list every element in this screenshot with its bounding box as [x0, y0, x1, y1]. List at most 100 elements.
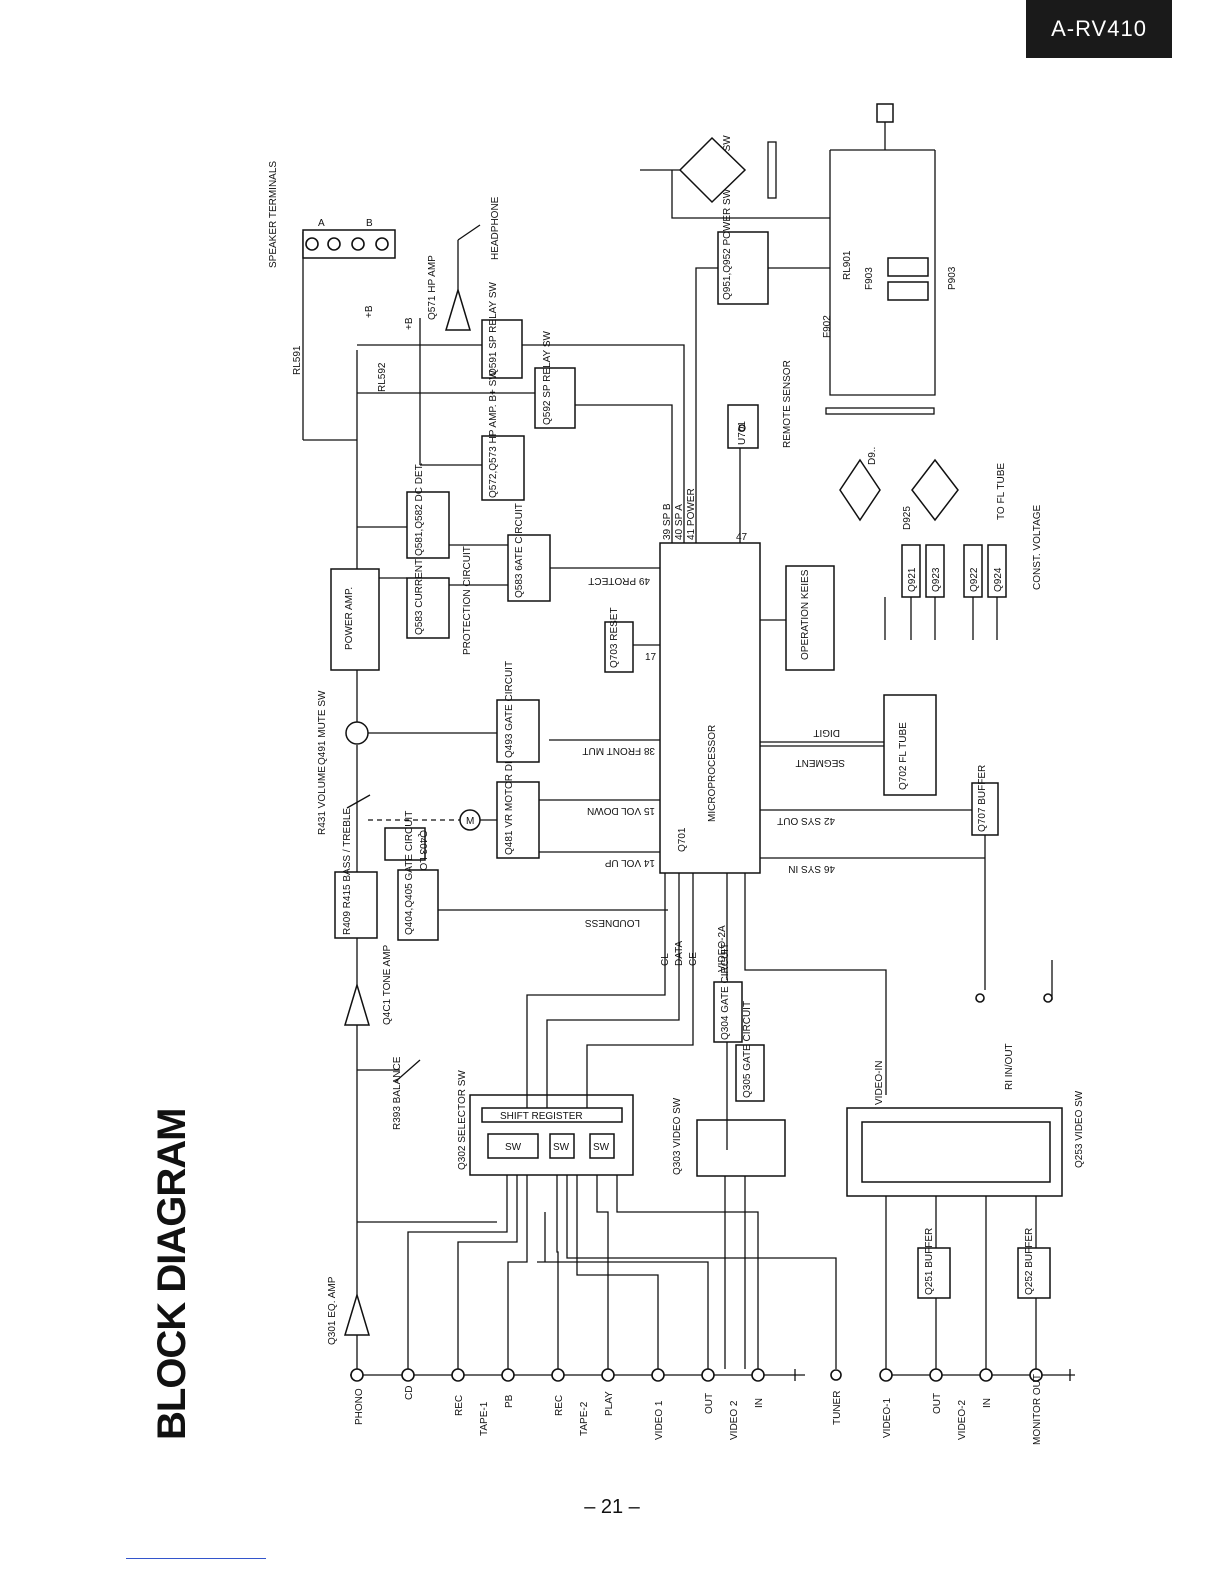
label-q253: Q253 VIDEO SW [1074, 1090, 1085, 1168]
label-const-voltage: CONST. VOLTAGE [1032, 504, 1043, 590]
cd-jack [401, 1368, 415, 1382]
power-amp-box [330, 568, 380, 671]
label-plus-b-2: +B [364, 305, 375, 318]
label-q301: Q301 EQ. AMP [327, 1276, 338, 1345]
label-video2-in: IN [754, 1398, 765, 1408]
microprocessor-box [659, 542, 761, 874]
video1-jack [651, 1368, 665, 1382]
label-rl901: RL901 [842, 250, 853, 280]
footer-rule [126, 1558, 266, 1559]
label-sw-1: SW [505, 1142, 522, 1153]
remote-sensor-box [727, 404, 759, 449]
q304-gate-box [713, 981, 743, 1043]
spk-term-2 [327, 237, 341, 251]
label-vol-up: 14 VOL UP [604, 857, 655, 868]
sw-box-1 [487, 1133, 539, 1159]
label-d925: D925 [902, 506, 913, 530]
label-phono: PHONO [354, 1388, 365, 1425]
label-tape1-rec: REC [454, 1395, 465, 1416]
v-out-jack [929, 1368, 943, 1382]
label-video-1: VIDEO-1 [882, 1398, 893, 1438]
label-video-2: VIDEO-2 [957, 1400, 968, 1440]
label-q591: Q591 SP RELAY SW [488, 282, 499, 376]
label-q571: Q571 HP AMP [427, 255, 438, 320]
sw-box-2 [549, 1133, 575, 1159]
microprocessor-q701: MICROPROCESSOR Q701 38 FRONT MUT 15 VOL … [438, 267, 985, 1108]
label-tape1: TAPE-1 [479, 1401, 490, 1436]
label-f903: F903 [864, 267, 875, 290]
label-q583-current: Q583 CURRENT DET. [414, 535, 425, 635]
label-rl591: RL591 [292, 345, 303, 375]
label-speaker-terminals: SPEAKER TERMINALS [268, 161, 279, 268]
label-video2a: VIDEO-2A [717, 925, 728, 972]
spk-term-3 [351, 237, 365, 251]
power-plug-icon [876, 103, 894, 123]
label-q707: Q707 BUFFER [977, 765, 988, 832]
phono-jack [350, 1368, 364, 1382]
q253-inner [861, 1121, 1051, 1183]
p903-socket-1 [887, 257, 929, 277]
bridge-rectifier-2 [839, 458, 881, 522]
q572-box [481, 435, 525, 501]
label-q401: Q4C1 TONE AMP [382, 944, 393, 1025]
tape2-play-jack [601, 1368, 615, 1382]
label-tape2-rec: REC [554, 1395, 565, 1416]
label-monitor-out: MONITOR OUT [1032, 1374, 1043, 1445]
label-q491: Q491 MUTE SW [317, 690, 328, 765]
dc-det-box [406, 491, 450, 559]
label-v-in: IN [982, 1398, 993, 1408]
label-d9: D9.. [867, 447, 878, 465]
label-q304: Q304 GATE CIRCUIT [720, 943, 731, 1040]
label-video2: VIDEO 2 [729, 1400, 740, 1440]
label-power-amp: POWER AMP. [344, 587, 355, 650]
tape1-rec-jack [451, 1368, 465, 1382]
label-sp-a: 40 SP A [674, 504, 685, 540]
vr-motor-drive-box [496, 781, 540, 859]
label-operation-keys: OPERATION KEIES [800, 569, 811, 660]
q305-gate-box [735, 1044, 765, 1102]
video2-out-jack [701, 1368, 715, 1382]
label-u701: U701 [737, 421, 748, 445]
label-q923: Q923 [931, 567, 942, 592]
eq-amp-q301: Q301 EQ. AMP [327, 1221, 497, 1369]
power-supply: Q951,Q952 POWER SW RELAY SW RL901 F902 F… [640, 103, 1043, 640]
q251-buffer-box [917, 1247, 951, 1299]
bridge-rectifier-3 [911, 458, 959, 522]
shift-register-box [481, 1107, 623, 1123]
power-amp: POWER AMP. [330, 350, 407, 671]
spk-term-4 [375, 237, 389, 251]
label-power: 41 POWER [686, 488, 697, 540]
label-segment: SEGMENT [796, 757, 845, 768]
tape1-pb-jack [501, 1368, 515, 1382]
label-r393: R393 BALANCE [392, 1056, 403, 1130]
fl-tube-box [883, 694, 937, 796]
label-q252: Q252 BUFFER [1024, 1228, 1035, 1295]
label-q481: Q481 VR MOTOR DRIVE [504, 740, 515, 855]
label-sys-out: 42 SYS OUT [777, 815, 835, 826]
label-vol-down: 15 VOL DOWN [587, 805, 655, 816]
label-protect: 49 PROTECT [588, 575, 650, 586]
label-r431: R431 VOLUME [317, 766, 328, 835]
power-sw-box [717, 231, 769, 305]
ri-jack-2 [1043, 993, 1053, 1003]
label-r409: R409 R415 BASS / TREBLE [342, 808, 353, 935]
label-v-out: OUT [932, 1393, 943, 1414]
label-shift-register: SHIFT REGISTER [500, 1111, 583, 1122]
label-q581: Q581,Q582 DC DET. [414, 463, 425, 556]
label-video2-out: OUT [704, 1393, 715, 1414]
q703-reset-box [604, 621, 634, 673]
label-q404: Q404,Q405 GATE CIRCUIT [404, 811, 415, 935]
label-loudness: LOUDNESS [585, 917, 640, 928]
sw-box-3 [589, 1133, 615, 1159]
peripherals: U701 REMOTE SENSOR OPERATION KEIES Q702 … [727, 360, 1053, 1090]
q592-box [534, 367, 576, 429]
label-rl592: RL592 [377, 362, 388, 392]
label-motor: M [466, 816, 474, 827]
input-labels: PHONO CD REC TAPE-1 PB REC TAPE-2 PLAY V… [354, 1374, 1043, 1445]
label-q583-gate: Q583 6ATE CIRCUIT [514, 503, 525, 598]
selector-wiring [407, 1165, 837, 1369]
bridge-rectifier-main [678, 136, 747, 204]
label-q922: Q922 [969, 567, 980, 592]
current-det-box [406, 577, 450, 639]
q303-video-sw-box [696, 1119, 786, 1177]
